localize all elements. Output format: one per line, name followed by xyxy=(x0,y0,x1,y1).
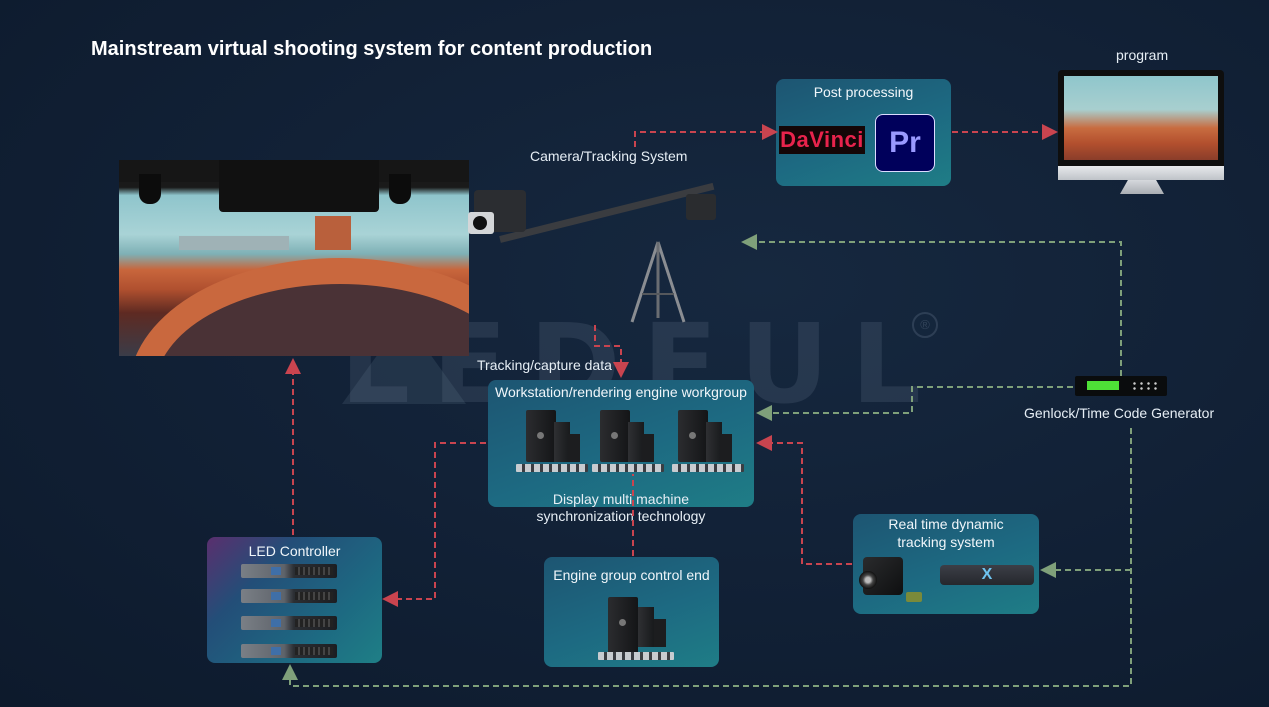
led-controller-unit-icon xyxy=(241,616,337,630)
genlock-lcd xyxy=(1087,381,1119,390)
display-sync-line2: synchronization technology xyxy=(536,508,706,524)
monitor-stand xyxy=(1120,180,1164,194)
genlock-device-icon xyxy=(1075,376,1167,396)
led-controller-unit-icon xyxy=(241,589,337,603)
tracking-camera-icon xyxy=(859,557,903,595)
led-controller-unit-icon xyxy=(241,564,337,578)
led-controller-title: LED Controller xyxy=(248,543,341,559)
workstation-box[interactable]: Workstation/rendering engine workgroup xyxy=(488,380,754,507)
led-controller-box[interactable]: LED Controller xyxy=(207,537,382,663)
ceiling-rig xyxy=(219,160,379,212)
tracking-system-title-line1: Real time dynamic xyxy=(888,516,1004,532)
connector-workstation-to-led-controller xyxy=(382,442,486,607)
monitor-chin xyxy=(1058,166,1224,180)
sync-genlock-to-camera xyxy=(741,234,1122,376)
jib-counterweight xyxy=(686,194,716,220)
registered-mark: ® xyxy=(912,312,938,338)
premiere-pro-logo-icon: Pr xyxy=(875,114,935,172)
sync-genlock-to-workstation xyxy=(756,386,1073,421)
tracking-sensor-board-icon xyxy=(906,592,922,602)
tracking-system-title-line2: tracking system xyxy=(897,534,995,550)
connector-tracking-to-workstation xyxy=(594,325,629,378)
engine-control-box[interactable]: Engine group control end xyxy=(544,557,719,667)
camera-tracking-label: Camera/Tracking System xyxy=(530,148,688,164)
monitor-screen xyxy=(1064,76,1218,160)
davinci-logo-icon: DaVinci xyxy=(779,126,865,154)
mesa-shape xyxy=(179,236,289,250)
workstation-title: Workstation/rendering engine workgroup xyxy=(495,384,747,400)
tracking-capture-label: Tracking/capture data xyxy=(477,357,612,373)
led-wall-image xyxy=(119,160,469,356)
display-sync-line1: Display multi machine xyxy=(552,491,690,507)
program-monitor-icon xyxy=(1058,70,1224,180)
tracking-bar-icon: X xyxy=(940,565,1034,585)
genlock-buttons xyxy=(1131,381,1161,390)
connector-tracking-to-workstation-right xyxy=(756,435,852,565)
stage-light xyxy=(389,174,411,204)
post-processing-title: Post processing xyxy=(813,84,914,100)
page-title: Mainstream virtual shooting system for c… xyxy=(91,38,653,60)
sync-genlock-down xyxy=(282,428,1132,687)
tripod-icon xyxy=(630,241,686,323)
program-label: program xyxy=(1116,47,1169,63)
connector-camera-to-post xyxy=(634,124,778,147)
genlock-label: Genlock/Time Code Generator xyxy=(1024,405,1215,421)
camera-lens-icon xyxy=(468,212,494,234)
butte-shape xyxy=(315,216,351,250)
stage-light xyxy=(139,174,161,204)
led-controller-unit-icon xyxy=(241,644,337,658)
engine-control-title: Engine group control end xyxy=(553,567,710,583)
